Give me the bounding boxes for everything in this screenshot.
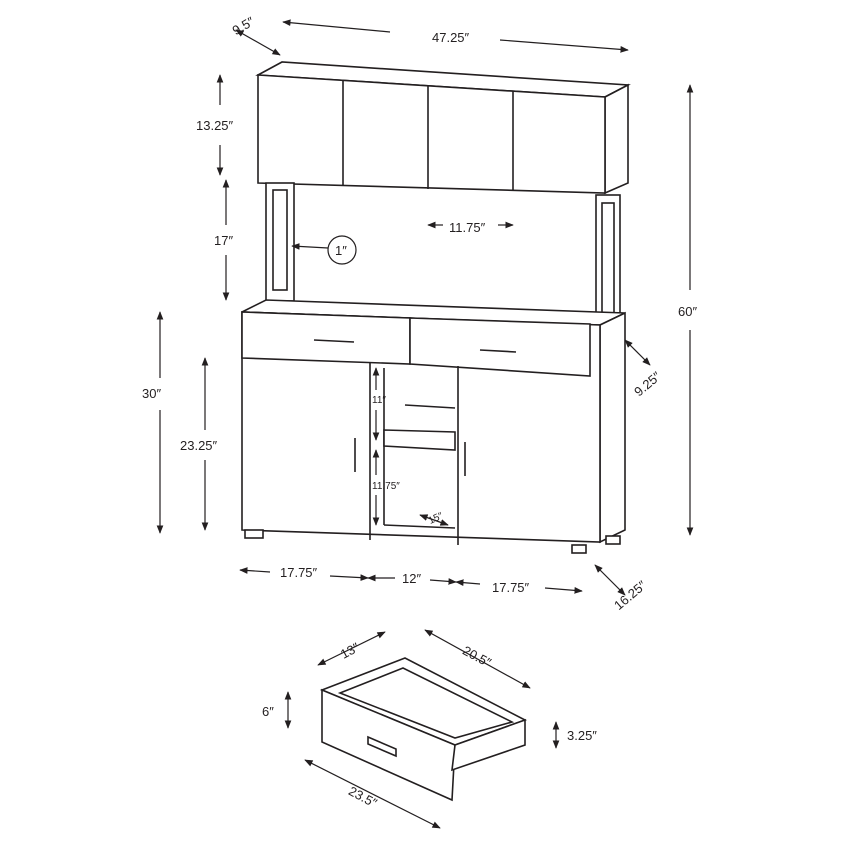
hutch-posts: [265, 182, 621, 324]
base-depth-label: 16.25″: [611, 577, 649, 613]
post-width-label: 1″: [335, 243, 347, 258]
drawer-drawing: [284, 629, 560, 829]
base-height-label: 30″: [142, 386, 161, 401]
drawer-front-width-label: 23.5″: [346, 783, 380, 810]
middle-opening-width-label: 12″: [402, 571, 421, 586]
upper-shelf-gap-label: 11″: [372, 395, 386, 406]
counter-depth-label: 9.25″: [631, 368, 664, 399]
dimension-lines: [156, 19, 694, 596]
left-door-width-label: 17.75″: [280, 565, 318, 580]
drawer-inner-height-label: 3.25″: [567, 728, 597, 743]
base-door-height-label: 23.25″: [180, 438, 218, 453]
upper-door-width-label: 11.75″: [449, 220, 486, 235]
hutch-opening-height-label: 17″: [214, 233, 233, 248]
drawer-inner-width-label: 20.5″: [460, 643, 494, 670]
hutch-depth-label: 9.5″: [230, 14, 257, 39]
right-door-width-label: 17.75″: [492, 580, 530, 595]
upper-cabinet: [255, 61, 631, 195]
base-cabinet: [241, 299, 626, 554]
drawer-inner-depth-label: 13″: [338, 639, 362, 661]
upper-cabinet-height-label: 13.25″: [196, 118, 234, 133]
total-width-label: 47.25″: [432, 30, 470, 45]
total-height-label: 60″: [678, 304, 697, 319]
lower-shelf-gap-label: 11.75″: [372, 481, 400, 492]
drawer-front-height-label: 6″: [262, 704, 274, 719]
